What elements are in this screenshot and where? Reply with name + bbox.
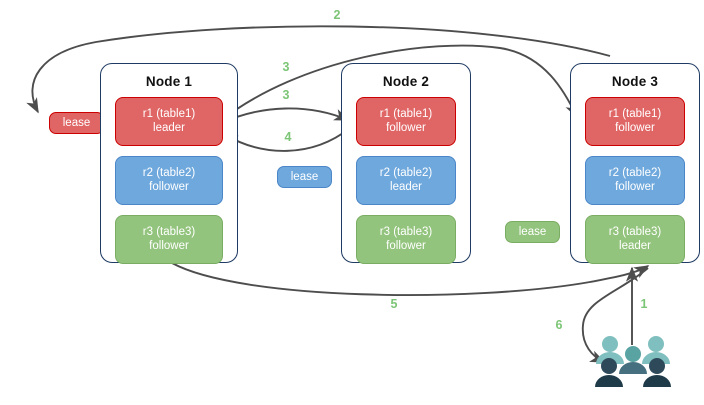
step-label-6: 6 bbox=[555, 318, 563, 332]
node-container-node-2[interactable]: Node 2 r1 (table1) follower r2 (table2) … bbox=[341, 63, 471, 264]
step-label-3a: 3 bbox=[282, 60, 290, 74]
node-container-node-3[interactable]: Node 3 r1 (table1) follower r2 (table2) … bbox=[570, 63, 700, 264]
step-label-3b: 3 bbox=[282, 88, 290, 102]
replica-line-1: r1 (table1) bbox=[608, 107, 662, 120]
step-label-2: 2 bbox=[333, 8, 341, 22]
replica-chip-node2-r3[interactable]: r3 (table3) follower bbox=[356, 215, 456, 264]
replica-chip-node1-r3[interactable]: r3 (table3) follower bbox=[115, 215, 223, 264]
people-group-icon bbox=[595, 336, 671, 387]
lease-label: lease bbox=[290, 171, 319, 183]
replica-line-2: follower bbox=[386, 121, 426, 134]
replica-chip-node1-r2[interactable]: r2 (table2) follower bbox=[115, 156, 223, 205]
step-label-5: 5 bbox=[390, 297, 398, 311]
replica-line-2: leader bbox=[390, 180, 422, 193]
replica-line-2: follower bbox=[149, 180, 189, 193]
step-label-4: 4 bbox=[284, 130, 292, 144]
replica-line-2: follower bbox=[615, 180, 655, 193]
node-title: Node 2 bbox=[382, 74, 430, 89]
replica-chip-node2-r2[interactable]: r2 (table2) leader bbox=[356, 156, 456, 205]
replica-chip-node3-r1[interactable]: r1 (table1) follower bbox=[585, 97, 685, 146]
lease-badge-r1[interactable]: lease bbox=[49, 112, 104, 134]
node-title: Node 3 bbox=[611, 74, 659, 89]
replica-chip-node1-r1[interactable]: r1 (table1) leader bbox=[115, 97, 223, 146]
clients-group bbox=[594, 334, 672, 390]
edge-3-node1-to-node2 bbox=[218, 107, 350, 125]
replica-chip-node3-r2[interactable]: r2 (table2) follower bbox=[585, 156, 685, 205]
node-container-node-1[interactable]: Node 1 r1 (table1) leader r2 (table2) fo… bbox=[100, 63, 238, 264]
node-title: Node 1 bbox=[145, 74, 193, 89]
replica-line-2: leader bbox=[153, 121, 185, 134]
replica-line-1: r3 (table3) bbox=[608, 225, 662, 238]
replica-chip-node2-r1[interactable]: r1 (table1) follower bbox=[356, 97, 456, 146]
replica-line-1: r2 (table2) bbox=[608, 166, 662, 179]
replica-line-1: r3 (table3) bbox=[142, 225, 196, 238]
replica-line-1: r3 (table3) bbox=[379, 225, 433, 238]
replica-line-2: follower bbox=[149, 239, 189, 252]
replica-line-1: r2 (table2) bbox=[142, 166, 196, 179]
lease-badge-r3[interactable]: lease bbox=[505, 221, 560, 243]
replica-line-1: r1 (table1) bbox=[379, 107, 433, 120]
replica-line-2: leader bbox=[619, 239, 651, 252]
lease-badge-r2[interactable]: lease bbox=[277, 166, 332, 188]
step-label-1: 1 bbox=[640, 297, 648, 311]
replica-line-2: follower bbox=[615, 121, 655, 134]
replica-line-2: follower bbox=[386, 239, 426, 252]
replica-line-1: r2 (table2) bbox=[379, 166, 433, 179]
lease-label: lease bbox=[518, 226, 547, 238]
edge-5-node1-to-node3 bbox=[171, 262, 650, 296]
lease-label: lease bbox=[62, 117, 91, 129]
replica-line-1: r1 (table1) bbox=[142, 107, 196, 120]
replica-chip-node3-r3[interactable]: r3 (table3) leader bbox=[585, 215, 685, 264]
